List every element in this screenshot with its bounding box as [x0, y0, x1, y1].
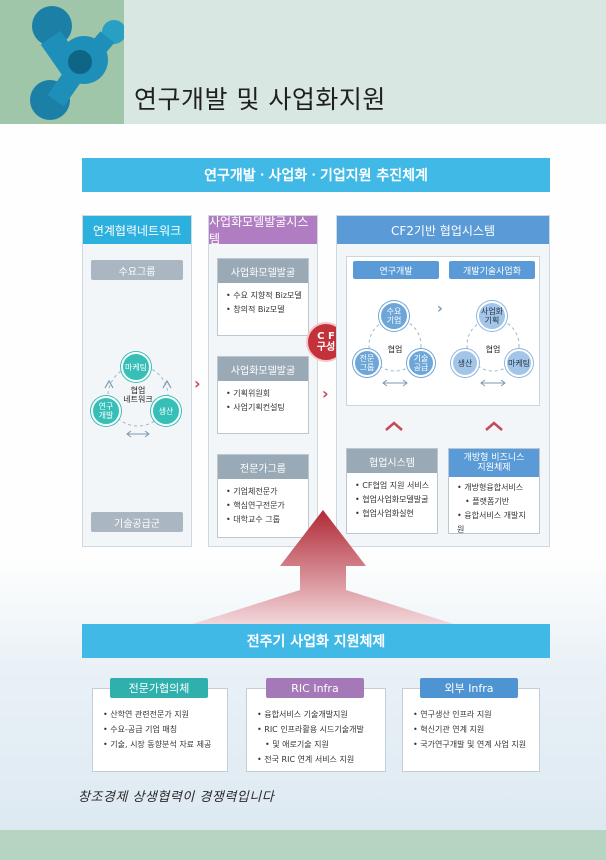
biz-model-box-2-head: 사업화모델발굴: [218, 357, 308, 381]
collab-system-box: 협업시스템 CF협업 지원 서비스 협업사업화모델발굴 협업사업화실현: [346, 448, 438, 534]
cf2-column-title: CF2기반 협업시스템: [337, 216, 549, 244]
list-item: 및 애로기술 지원: [257, 737, 379, 752]
ric-infra-tag: RIC Infra: [266, 678, 364, 698]
biz-model-box-1-head: 사업화모델발굴: [218, 259, 308, 283]
pill-rnd: 연구개발: [353, 261, 439, 279]
list-item: 국가연구개발 및 연계 사업 지원: [413, 737, 533, 752]
list-item: 연구생산 인프라 지원: [413, 707, 533, 722]
top-banner: 연구개발ㆍ사업화ㆍ기업지원 추진체계: [82, 158, 550, 192]
list-item: 협업사업화실현: [355, 507, 431, 521]
list-item: 협업사업화모델발굴: [355, 493, 431, 507]
node-production-2: 생산: [451, 349, 479, 377]
node-tech-supply: 기술 공급: [407, 349, 435, 377]
node-rnd: 연구 개발: [91, 396, 121, 426]
expert-council-tag: 전문가협의체: [110, 678, 208, 698]
list-item: 수요 지향적 Biz모델: [226, 289, 302, 303]
flow-arrow-1: ›: [194, 374, 201, 393]
expert-council-box: 산학연 관련전문가 지원 수요-공급 기업 매칭 기술, 시장 동향분석 자료 …: [92, 688, 228, 772]
big-up-arrow-icon: [186, 510, 460, 626]
node-biz-planning: 사업화 기획: [477, 301, 507, 331]
list-item: 개방형융합서비스: [457, 481, 533, 495]
external-infra-box: 연구생산 인프라 지원 혁신기관 연계 지원 국가연구개발 및 연계 사업 지원: [402, 688, 540, 772]
list-item: CF협업 지원 서비스: [355, 479, 431, 493]
list-item: 기업체전문가: [226, 485, 302, 499]
node-marketing: 마케팅: [121, 352, 151, 382]
left-cluster-center: 협업: [387, 345, 403, 354]
demand-group-bar: 수요그룹: [91, 260, 183, 280]
molecule-logo-icon: [30, 6, 124, 120]
biz-model-box-1: 사업화모델발굴 수요 지향적 Biz모델 창의적 Biz모델: [217, 258, 309, 336]
cf2-collab-panel: 연구개발 개발기술사업화 › 협업 수요 기업 전문 그룹 기술 공급 협업 사…: [346, 256, 540, 406]
inner-flow-arrow: ›: [437, 301, 443, 317]
network-center-label: 협업 네트워크: [123, 386, 153, 404]
node-marketing-2: 마케팅: [505, 349, 533, 377]
list-item: 기술, 시장 동향분석 자료 제공: [103, 737, 221, 752]
list-item: 혁신기관 연계 지원: [413, 722, 533, 737]
footer-band: [0, 830, 606, 860]
slogan: 창조경제 상생협력이 경쟁력입니다: [78, 790, 275, 805]
page-title: 연구개발 및 사업화지원: [134, 85, 386, 114]
list-item: RIC 인프라활용 시드기술개발: [257, 722, 379, 737]
ric-infra-box: 융합서비스 기술개발지원 RIC 인프라활용 시드기술개발 및 애로기술 지원 …: [246, 688, 386, 772]
list-item: 창의적 Biz모델: [226, 303, 302, 317]
collab-system-head: 협업시스템: [347, 449, 437, 473]
up-chevron-icon: [385, 421, 403, 431]
network-column-title: 연계협력네트워크: [83, 216, 191, 244]
list-item: 대학교수 그룹: [226, 513, 302, 527]
list-item: 전국 RIC 연계 서비스 지원: [257, 752, 379, 767]
list-item: 기획위원회: [226, 387, 302, 401]
node-demand-company: 수요 기업: [379, 301, 409, 331]
tech-supply-bar: 기술공급군: [91, 512, 183, 532]
biz-model-box-2: 사업화모델발굴 기획위원회 사업기획컨설팅: [217, 356, 309, 434]
external-infra-tag: 외부 Infra: [420, 678, 518, 698]
biz-model-column-title: 사업화모델발굴시스템: [209, 215, 317, 246]
open-business-head: 개방형 비즈니스 지원체제: [449, 449, 539, 477]
node-production: 생산: [151, 396, 181, 426]
biz-model-column: 사업화모델발굴시스템 사업화모델발굴 수요 지향적 Biz모델 창의적 Biz모…: [208, 215, 318, 547]
node-expert-group: 전문 그룹: [353, 349, 381, 377]
list-item: 산학연 관련전문가 지원: [103, 707, 221, 722]
pill-commercialization: 개발기술사업화: [449, 261, 535, 279]
bottom-banner: 전주기 사업화 지원체제: [82, 624, 550, 658]
list-item: 사업기획컨설팅: [226, 401, 302, 415]
list-item: 플랫폼기반: [457, 495, 533, 509]
open-business-box: 개방형 비즈니스 지원체제 개방형융합서비스 플랫폼기반 융합서비스 개발지원: [448, 448, 540, 534]
expert-group-head: 전문가그룹: [218, 455, 308, 479]
right-cluster-center: 협업: [485, 345, 501, 354]
list-item: 수요-공급 기업 매칭: [103, 722, 221, 737]
network-column: 연계협력네트워크 수요그룹 협업 네트워크 마케팅 연구 개발 생산 기술공급군: [82, 215, 192, 547]
list-item: 핵심연구전문가: [226, 499, 302, 513]
up-chevron-icon: [485, 421, 503, 431]
list-item: 융합서비스 기술개발지원: [257, 707, 379, 722]
flow-arrow-2: ›: [322, 384, 329, 403]
list-item: 융합서비스 개발지원: [457, 509, 533, 537]
expert-group-box: 전문가그룹 기업체전문가 핵심연구전문가 대학교수 그룹: [217, 454, 309, 538]
